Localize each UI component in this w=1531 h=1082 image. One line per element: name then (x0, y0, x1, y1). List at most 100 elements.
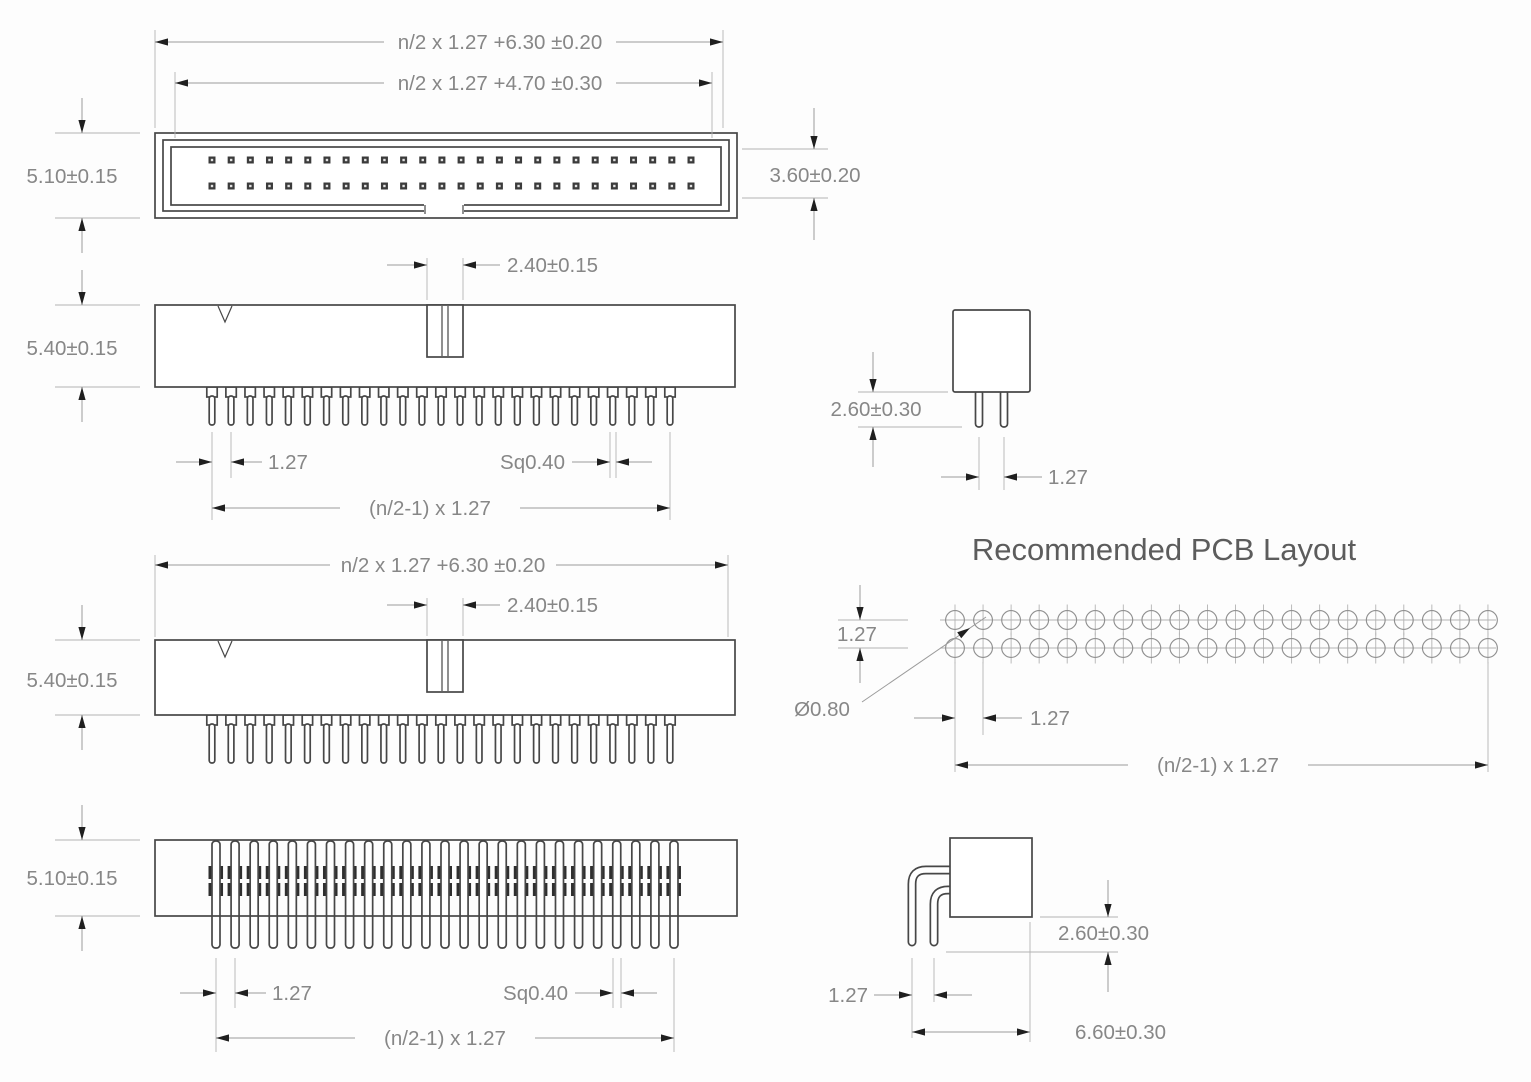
contact-mark (361, 866, 367, 879)
contact-hole (268, 158, 271, 162)
dimension-arrow (657, 504, 670, 512)
contact-mark (456, 866, 462, 879)
side-view-dimensions (858, 352, 1042, 490)
dim-label-pitch: 1.27 (272, 982, 312, 1005)
contact-hole (364, 184, 367, 188)
contact-hole (229, 184, 233, 188)
contact-hole (459, 184, 463, 188)
dimension-arrow (966, 473, 979, 481)
dim-label-pitch: 1.27 (1048, 466, 1088, 489)
contact-hole (440, 184, 444, 188)
contact-mark (609, 866, 615, 879)
dim-label-outer-width: n/2 x 1.27 +6.30 ±0.20 (341, 554, 545, 577)
dimension-arrow (463, 601, 476, 609)
bottom-view: 5.10±0.15 1.27 Sq0.40 (n/2-1) x 1.27 (26, 805, 738, 1052)
pin (494, 395, 502, 426)
pin (208, 395, 216, 426)
dim-label-opening-height: 3.60±0.20 (769, 164, 860, 187)
dim-label-hole-diameter: Ø0.80 (794, 698, 850, 721)
pin (246, 723, 254, 764)
contact-hole (210, 158, 214, 162)
dimension-arrow (661, 1034, 674, 1042)
contact-mark (609, 883, 615, 896)
pin (246, 395, 254, 426)
contact-mark (284, 866, 290, 879)
pcb-hole (1449, 610, 1470, 630)
dimension-arrow (216, 1034, 229, 1042)
dimension-arrow (810, 198, 818, 211)
pcb-hole (1001, 610, 1022, 630)
pin (227, 395, 235, 426)
pcb-hole (1253, 638, 1274, 658)
contact-mark (532, 866, 538, 879)
pcb-hole (1281, 610, 1302, 630)
contact-mark (590, 866, 596, 879)
pin1-index-notch (217, 640, 233, 659)
contact-hole (440, 158, 444, 162)
pcb-hole (1337, 638, 1358, 658)
pcb-hole (973, 638, 994, 658)
contact-mark (208, 866, 214, 879)
contact-mark (475, 866, 481, 879)
pin (440, 840, 450, 949)
pin (344, 840, 355, 949)
pin (554, 840, 565, 949)
pin (208, 723, 216, 764)
dim-label-row-pitch: 1.27 (837, 623, 877, 646)
pcb-hole (1337, 610, 1358, 630)
pin (532, 723, 541, 764)
contact-hole (670, 158, 674, 162)
dim-label-inner-width: n/2 x 1.27 +4.70 ±0.30 (398, 72, 602, 95)
contact-hole (402, 184, 405, 188)
pcb-hole (1449, 638, 1470, 658)
contact-hole (632, 158, 635, 162)
dim-label-pitch: 1.27 (828, 984, 868, 1007)
pcb-hole (1477, 610, 1498, 630)
contact-mark (265, 883, 271, 896)
dimension-arrow (78, 916, 86, 929)
pcb-hole (1253, 610, 1274, 630)
pcb-hole (1085, 638, 1106, 658)
contact-mark (628, 866, 634, 879)
dim-label-height: 5.10±0.15 (26, 165, 117, 188)
contact-hole (325, 158, 329, 162)
dim-label-key-width: 2.40±0.15 (507, 254, 598, 277)
key-slot (426, 304, 464, 358)
pcb-hole (1309, 638, 1330, 658)
contact-hole (613, 184, 616, 188)
contact-hole (249, 158, 252, 162)
dimension-arrow (597, 458, 610, 466)
pcb-dimensions (838, 585, 1489, 772)
pcb-hole (1309, 610, 1330, 630)
pin-tail (999, 389, 1009, 428)
dimension-arrow (78, 292, 86, 305)
contact-mark (303, 883, 309, 896)
contact-mark (494, 883, 500, 896)
dimension-arrow (199, 458, 212, 466)
pin (570, 723, 579, 764)
dimension-arrow (869, 379, 877, 392)
contact-hole (498, 158, 501, 162)
pin (227, 723, 235, 764)
pin (647, 723, 655, 764)
side-view-body (952, 309, 1031, 393)
dimension-arrow (1017, 1028, 1030, 1036)
dimension-arrow (212, 504, 225, 512)
pcb-hole (1197, 638, 1218, 658)
contact-mark (342, 866, 348, 879)
contact-hole (383, 184, 386, 188)
dimension-arrow (1475, 761, 1488, 769)
dimension-arrow (203, 989, 216, 997)
polarization-notch (424, 202, 464, 215)
contact-hole (306, 184, 309, 188)
pcb-hole (1001, 638, 1022, 658)
contact-mark (647, 866, 653, 879)
contact-mark (666, 883, 672, 896)
contact-hole (594, 184, 597, 188)
pin (230, 840, 240, 949)
dimension-arrow (710, 38, 723, 46)
bottom-view-pins (211, 840, 679, 949)
dimension-arrow (934, 991, 947, 999)
dimension-arrow (1004, 473, 1017, 481)
